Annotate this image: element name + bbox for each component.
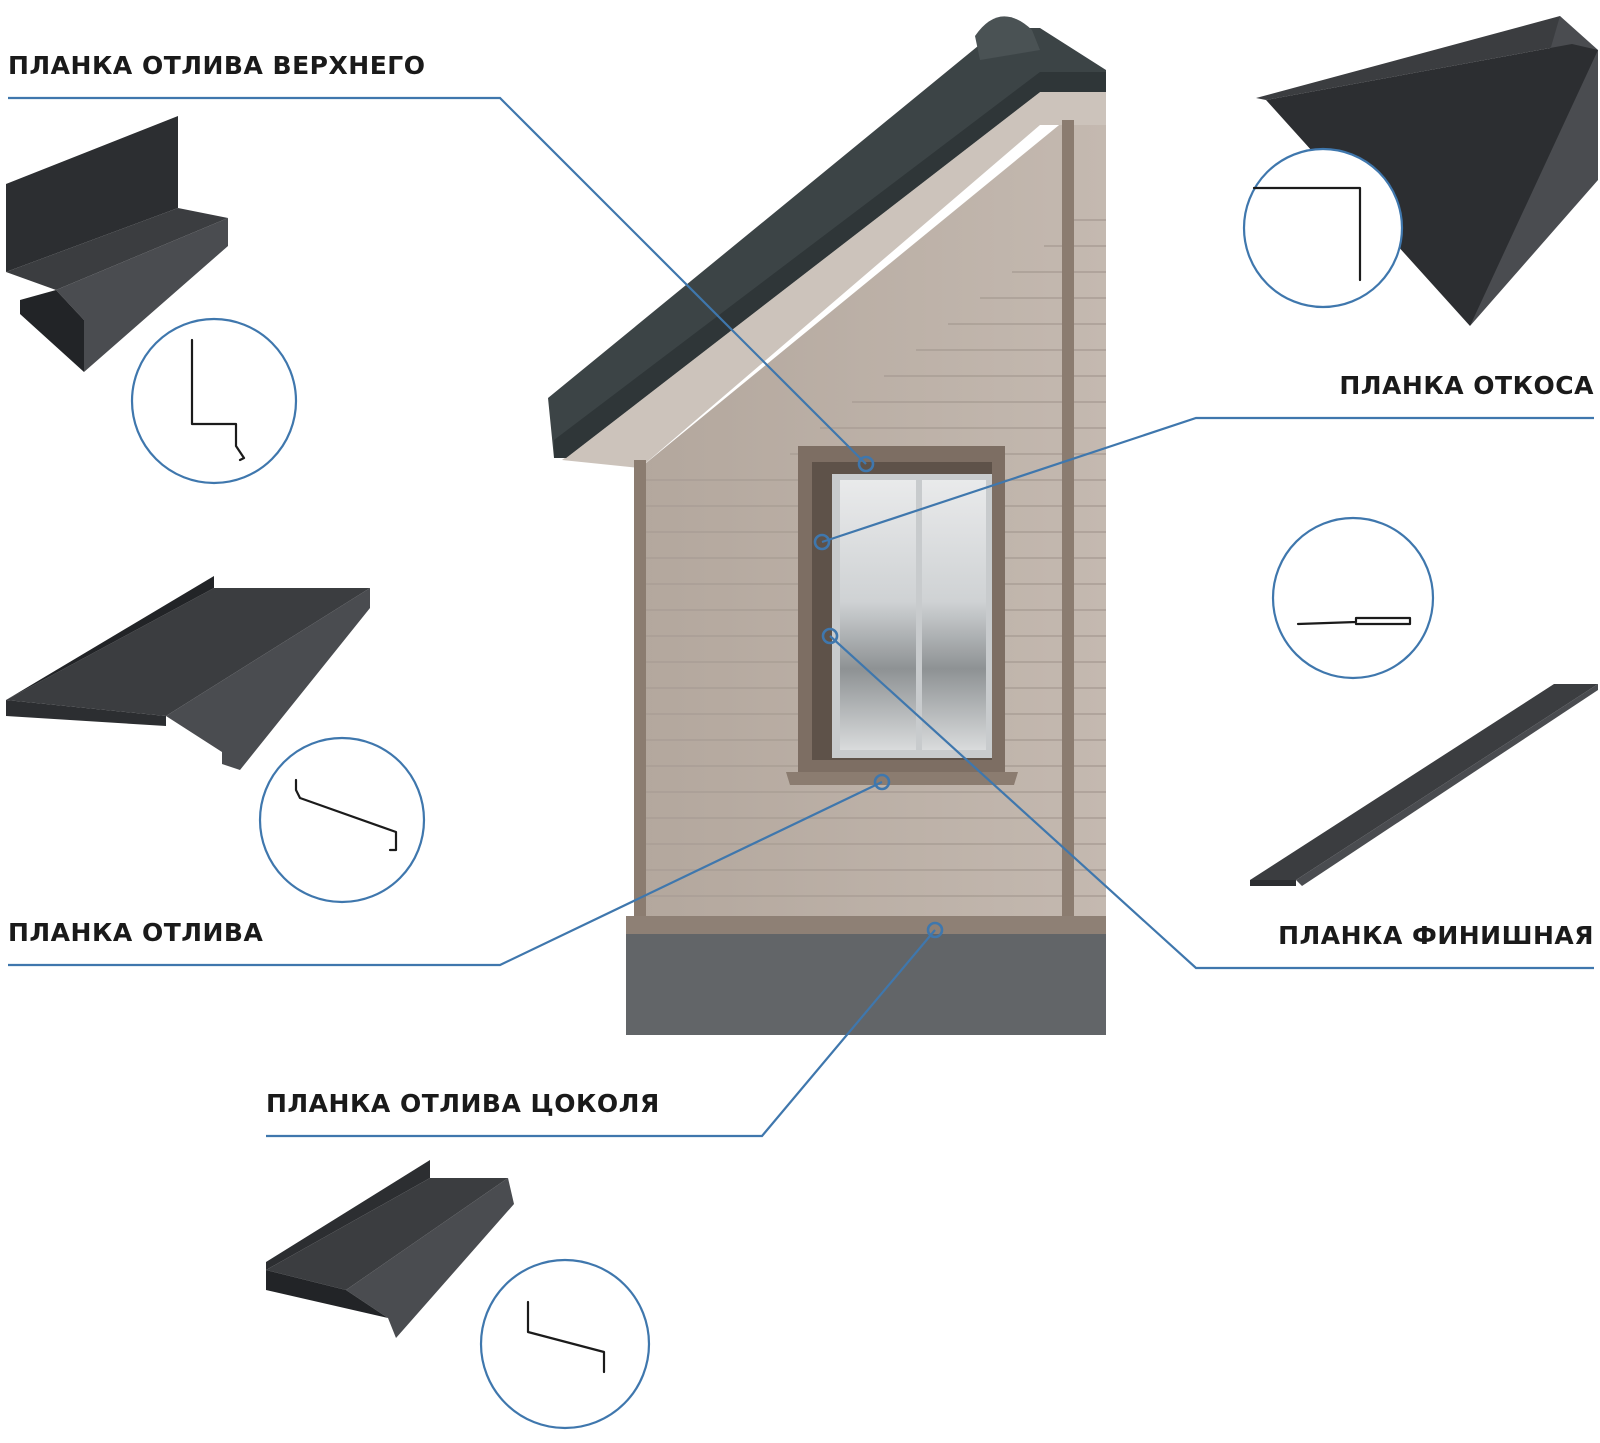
ring-marker-icon [857,455,875,473]
label-slope: ПЛАНКА ОТКОСА [1339,371,1594,400]
profile-section-icon [1271,516,1435,680]
leader-top-drip [8,96,867,465]
label-finish: ПЛАНКА ФИНИШНАЯ [1278,921,1594,950]
profile-section-icon [479,1258,651,1430]
profile-section-icon [258,736,426,904]
leader-lines [8,96,1594,1138]
drip-flashing-render [6,576,370,770]
finish-flashing-render [1250,684,1598,886]
window-glass-right [922,480,986,750]
left-corner-trim [634,460,646,924]
top-drip-flashing-render [6,116,228,372]
plinth-drip-flashing [626,916,1106,934]
roof-edge [554,72,1106,458]
ring-marker-icon [873,773,891,791]
plinth-base [626,925,1106,1035]
ring-marker-icon [813,533,831,551]
soffit [562,90,1106,468]
profile-section-icon [130,317,298,485]
leader-slope [821,416,1594,544]
plinth-drip-flashing-render [266,1160,514,1338]
house-illustration [548,16,1106,1035]
leader-drip [8,781,883,967]
label-drip: ПЛАНКА ОТЛИВА [8,918,263,947]
ring-marker-icon [821,627,839,645]
label-top-drip: ПЛАНКА ОТЛИВА ВЕРХНЕГО [8,51,425,80]
ring-marker-icon [926,921,944,939]
plinth-texture [626,925,1106,1035]
slope-flashing-render [1256,16,1598,326]
window-glass-left [840,480,916,750]
window-sill [786,772,1018,785]
roof-ridge [975,16,1040,60]
right-corner-trim [1062,120,1074,924]
profile-section-icon [1242,147,1404,309]
leader-finish [829,635,1594,970]
label-plinth-drip: ПЛАНКА ОТЛИВА ЦОКОЛЯ [266,1089,660,1118]
leader-plinth-drip [266,929,936,1138]
